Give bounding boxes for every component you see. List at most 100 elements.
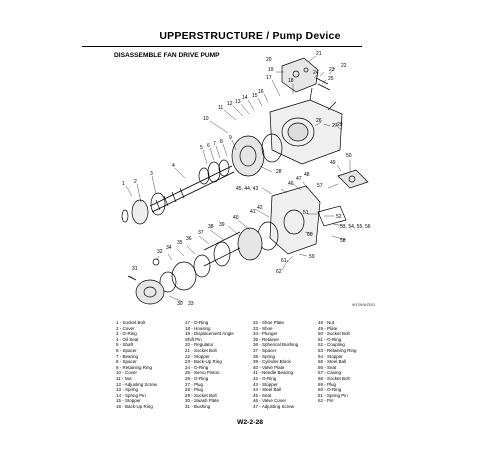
callout-48: 48 (304, 172, 310, 178)
legend-item: 10 - Cover (116, 370, 138, 376)
legend-item: 28 - Plug (185, 387, 204, 393)
callout-41: 41 (250, 209, 256, 215)
legend-item: 34 - Plunger (253, 331, 278, 337)
callout-8: 8 (220, 139, 223, 145)
rear-casing (269, 185, 347, 255)
callout-32: 32 (157, 249, 163, 255)
callout-25: 25 (328, 76, 334, 82)
callout-60: 60 (307, 232, 313, 238)
legend-item: 57 - Casing (318, 370, 342, 376)
legend-item: 32 - Shoe Plate (253, 320, 285, 325)
legend-item: 58 - Socket Bolt (318, 375, 350, 381)
legend-item: 31 - Bushing (185, 403, 211, 409)
callout-1: 1 (122, 181, 125, 187)
callout-26: 26 (316, 118, 322, 124)
legend-item: 8 - Spacer (116, 359, 137, 365)
legend-item: 47 - Adjusting Screw (253, 403, 295, 409)
callout-53-54-55-56: 53, 54, 55, 56 (340, 224, 371, 230)
legend-item: 17 - O-Ring (185, 320, 209, 325)
callout-37: 37 (198, 230, 204, 236)
callout-33: 33 (188, 301, 194, 307)
legend-item: 51 - O-Ring (318, 336, 342, 342)
callout-15: 15 (252, 93, 258, 99)
legend-item: 60 - O-Ring (318, 387, 342, 393)
callout-52: 52 (336, 214, 342, 220)
legend-item: 3 - O-Ring (116, 331, 137, 337)
callout-7: 7 (213, 141, 216, 147)
legend-item: 26 - O-Ring (185, 375, 209, 381)
legend-item: 30 - Swash Plate (185, 398, 220, 404)
legend-item: 11 - Nut (116, 375, 132, 381)
callout-23: 23 (329, 67, 335, 73)
valve-cover-plate (337, 169, 369, 189)
callout-58: 58 (340, 238, 346, 244)
legend-item: 50 - Socket Bolt (318, 331, 350, 337)
callout-4: 4 (172, 163, 175, 169)
callout-31: 31 (132, 266, 138, 272)
callout-22: 22 (341, 63, 347, 69)
callout-5: 5 (200, 145, 203, 151)
callout-38: 38 (208, 224, 214, 230)
callout-2: 2 (134, 179, 137, 185)
legend-item: 37 - Spacer (253, 347, 277, 353)
callout-21: 21 (316, 51, 322, 57)
callout-39: 39 (219, 222, 225, 228)
legend-item: 43 - Stopper (253, 381, 278, 387)
swash-plate (127, 258, 165, 305)
figure-code: WYTAVWZE03 (352, 303, 375, 307)
callout-42: 42 (257, 205, 263, 211)
legend-item: 18 - Housing (185, 325, 211, 331)
leader-lines (125, 55, 351, 303)
cover-and-seal (121, 192, 166, 225)
section-title: DISASSEMBLE FAN DRIVE PUMP (114, 52, 220, 59)
legend-item: 35 - Retainer (253, 336, 280, 342)
callout-30: 30 (177, 301, 183, 307)
callout-20: 20 (266, 57, 272, 63)
callout-59: 59 (309, 254, 315, 260)
callout-28: 28 (276, 169, 282, 175)
legend-item: 21 - Socket Bolt (185, 347, 217, 353)
callout-36: 36 (186, 236, 192, 242)
legend-item: 22 - Stopper (185, 353, 210, 359)
legend-item: 13 - Spring (116, 387, 139, 393)
legend-item: 45 - Seat (253, 392, 272, 398)
legend-item: 14 - Spring Pin (116, 392, 146, 398)
legend-item: 9 - Retaining Ring (116, 364, 153, 370)
front-cover (231, 133, 283, 177)
rotating-group (159, 221, 279, 293)
legend-item: 29 - Socket Bolt (185, 392, 217, 398)
callout-61: 61 (281, 258, 287, 264)
callout-14: 14 (242, 95, 248, 101)
legend-item: 16 - Back-Up Ring (116, 403, 153, 409)
callout-24: 24 (313, 70, 319, 76)
legend-item: 61 - Spring Pin (318, 392, 348, 398)
shaft-assembly (149, 159, 235, 213)
page-number: W2-2-28 (236, 419, 264, 426)
legend-item: 62 - Pin (318, 398, 334, 404)
callout-16: 16 (258, 89, 264, 95)
legend-item: 4 - Oil Seal (116, 336, 139, 342)
legend-item: 5 - Shaft (116, 342, 134, 348)
legend-item: 40 - Valve Plate (253, 364, 285, 370)
legend-column-4: 48 - Nut 49 - Plate 50 - Socket Bolt 51 … (318, 320, 357, 404)
legend-item: 25 - Servo Piston (185, 370, 220, 376)
callout-35: 35 (177, 240, 183, 246)
callout-9: 9 (229, 135, 232, 141)
legend-item: 24 - O-Ring (185, 364, 209, 370)
legend-item: 49 - Plate (318, 325, 338, 331)
legend-item: 27 - Plug (185, 381, 204, 387)
legend-item: Shift Pin (185, 336, 202, 342)
legend-item: 39 - Cylinder Block (253, 359, 291, 365)
callout-17: 17 (266, 75, 272, 81)
callout-27: 27 (332, 123, 338, 129)
legend-item: 1 - Socket Bolt (116, 320, 146, 325)
legend-item: 54 - Stopper (318, 353, 343, 359)
callout-labels: 1 2 3 4 5 6 7 8 9 10 11 12 13 14 15 16 1… (122, 51, 371, 307)
callout-34: 34 (166, 245, 172, 251)
callout-62: 62 (276, 269, 282, 275)
legend-item: 7 - Bearing (116, 353, 139, 359)
legend-item: 41 - Needle Bearing (253, 370, 294, 376)
callout-51: 51 (303, 210, 309, 216)
legend-item: 33 - Shoe (253, 325, 273, 331)
